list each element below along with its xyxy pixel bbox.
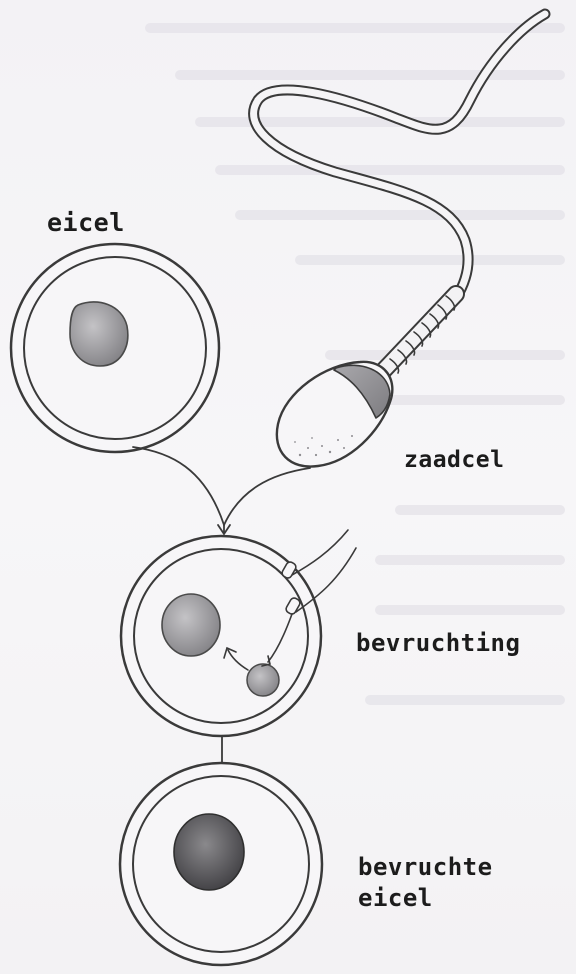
fertilized-egg xyxy=(120,763,322,965)
egg-nucleus-fertilization xyxy=(162,594,220,656)
fertilization-label: bevruchting xyxy=(356,630,520,658)
sperm-nucleus xyxy=(247,664,279,696)
fertilization-cell xyxy=(121,530,356,736)
fertilized-egg-label: bevruchte eicel xyxy=(358,852,493,914)
egg-cell xyxy=(11,244,219,452)
merge-arrows xyxy=(133,447,310,534)
egg-cell-label: eicel xyxy=(47,209,125,238)
sperm-cell xyxy=(254,14,545,467)
fertilized-egg-label-line2: eicel xyxy=(358,883,493,914)
sperm-cell-label: zaadcel xyxy=(404,447,504,473)
fertilized-egg-label-line1: bevruchte xyxy=(358,852,493,883)
egg-nucleus xyxy=(70,302,128,366)
fertilized-nucleus xyxy=(174,814,244,890)
